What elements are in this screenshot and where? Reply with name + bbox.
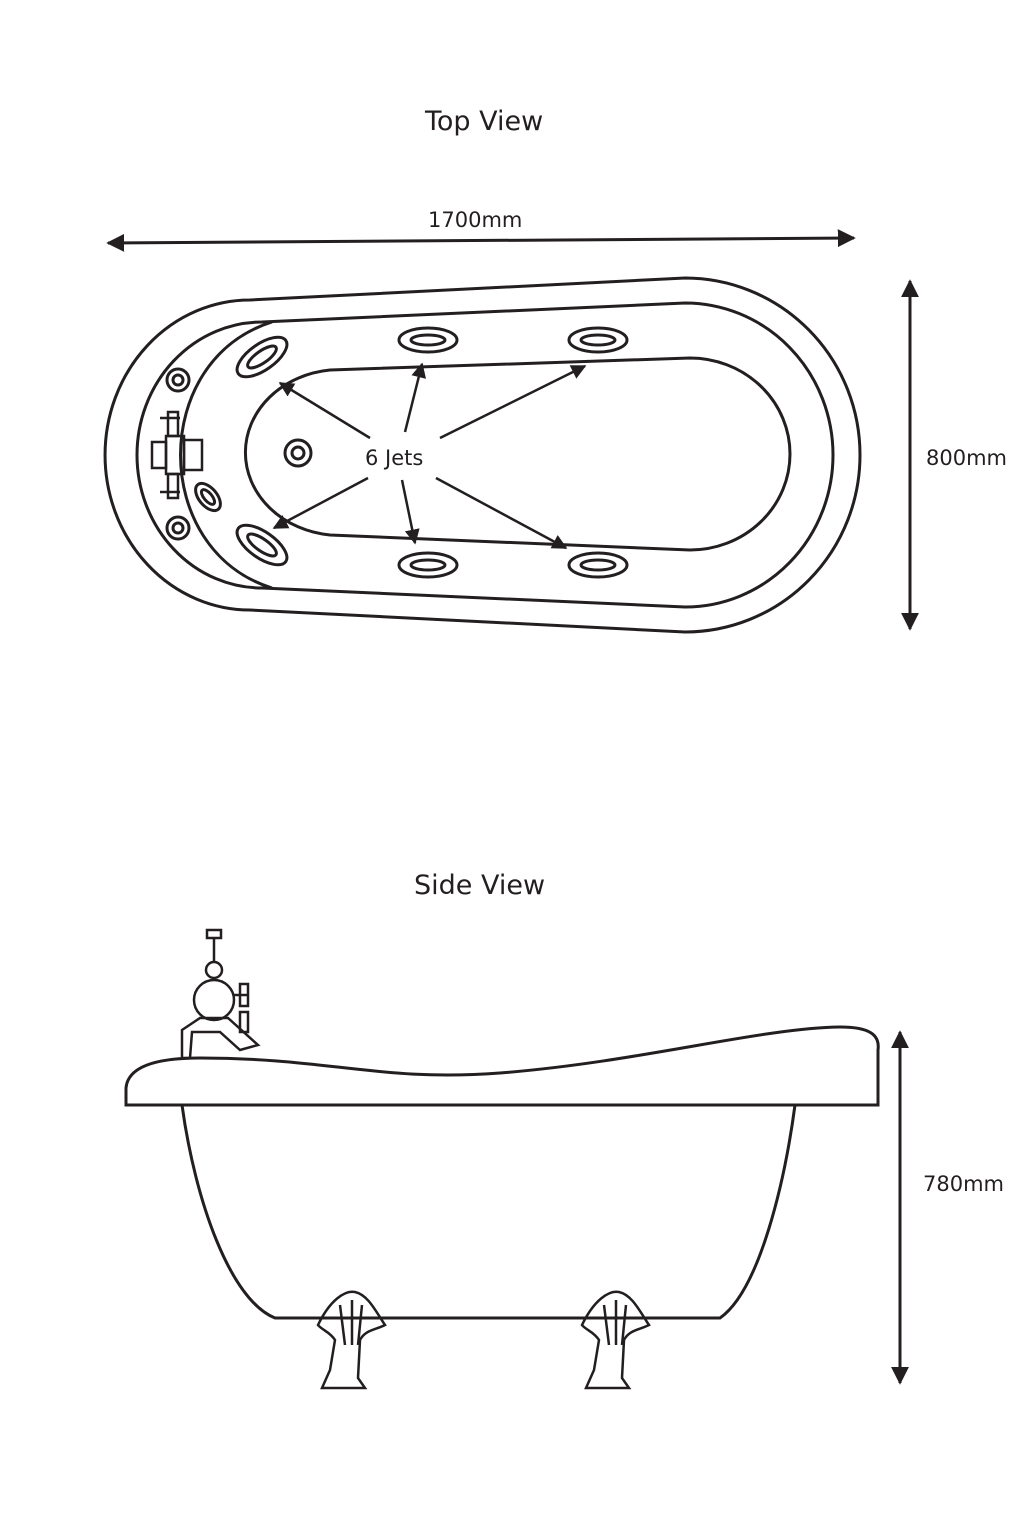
bath-top-outline [103, 276, 862, 634]
side-view-title: Side View [414, 870, 546, 901]
length-dimension-arrow [106, 229, 856, 252]
jet-icon [397, 326, 459, 354]
bath-side-outline [124, 1025, 880, 1320]
jets [165, 326, 629, 579]
jet-icon [235, 335, 289, 379]
top-view-title: Top View [425, 106, 544, 137]
length-dimension-label: 1700mm [428, 208, 523, 232]
jet-icon [235, 523, 289, 567]
overflow-icon [194, 481, 222, 513]
control-icon [165, 515, 191, 541]
tap-top-icon [150, 410, 204, 500]
control-icon [165, 367, 191, 393]
jet-icon [397, 551, 459, 579]
jet-icon [567, 326, 629, 354]
drain-icon [283, 438, 313, 468]
jet-arrows [272, 362, 587, 550]
jet-icon [567, 551, 629, 579]
width-dimension-label: 800mm [926, 446, 1007, 470]
claw-foot-icon [316, 1290, 387, 1390]
claw-foot-icon [580, 1290, 651, 1390]
tap-side-icon [180, 928, 261, 1060]
jets-label: 6 Jets [365, 446, 424, 470]
height-dimension-label: 780mm [923, 1172, 1004, 1196]
